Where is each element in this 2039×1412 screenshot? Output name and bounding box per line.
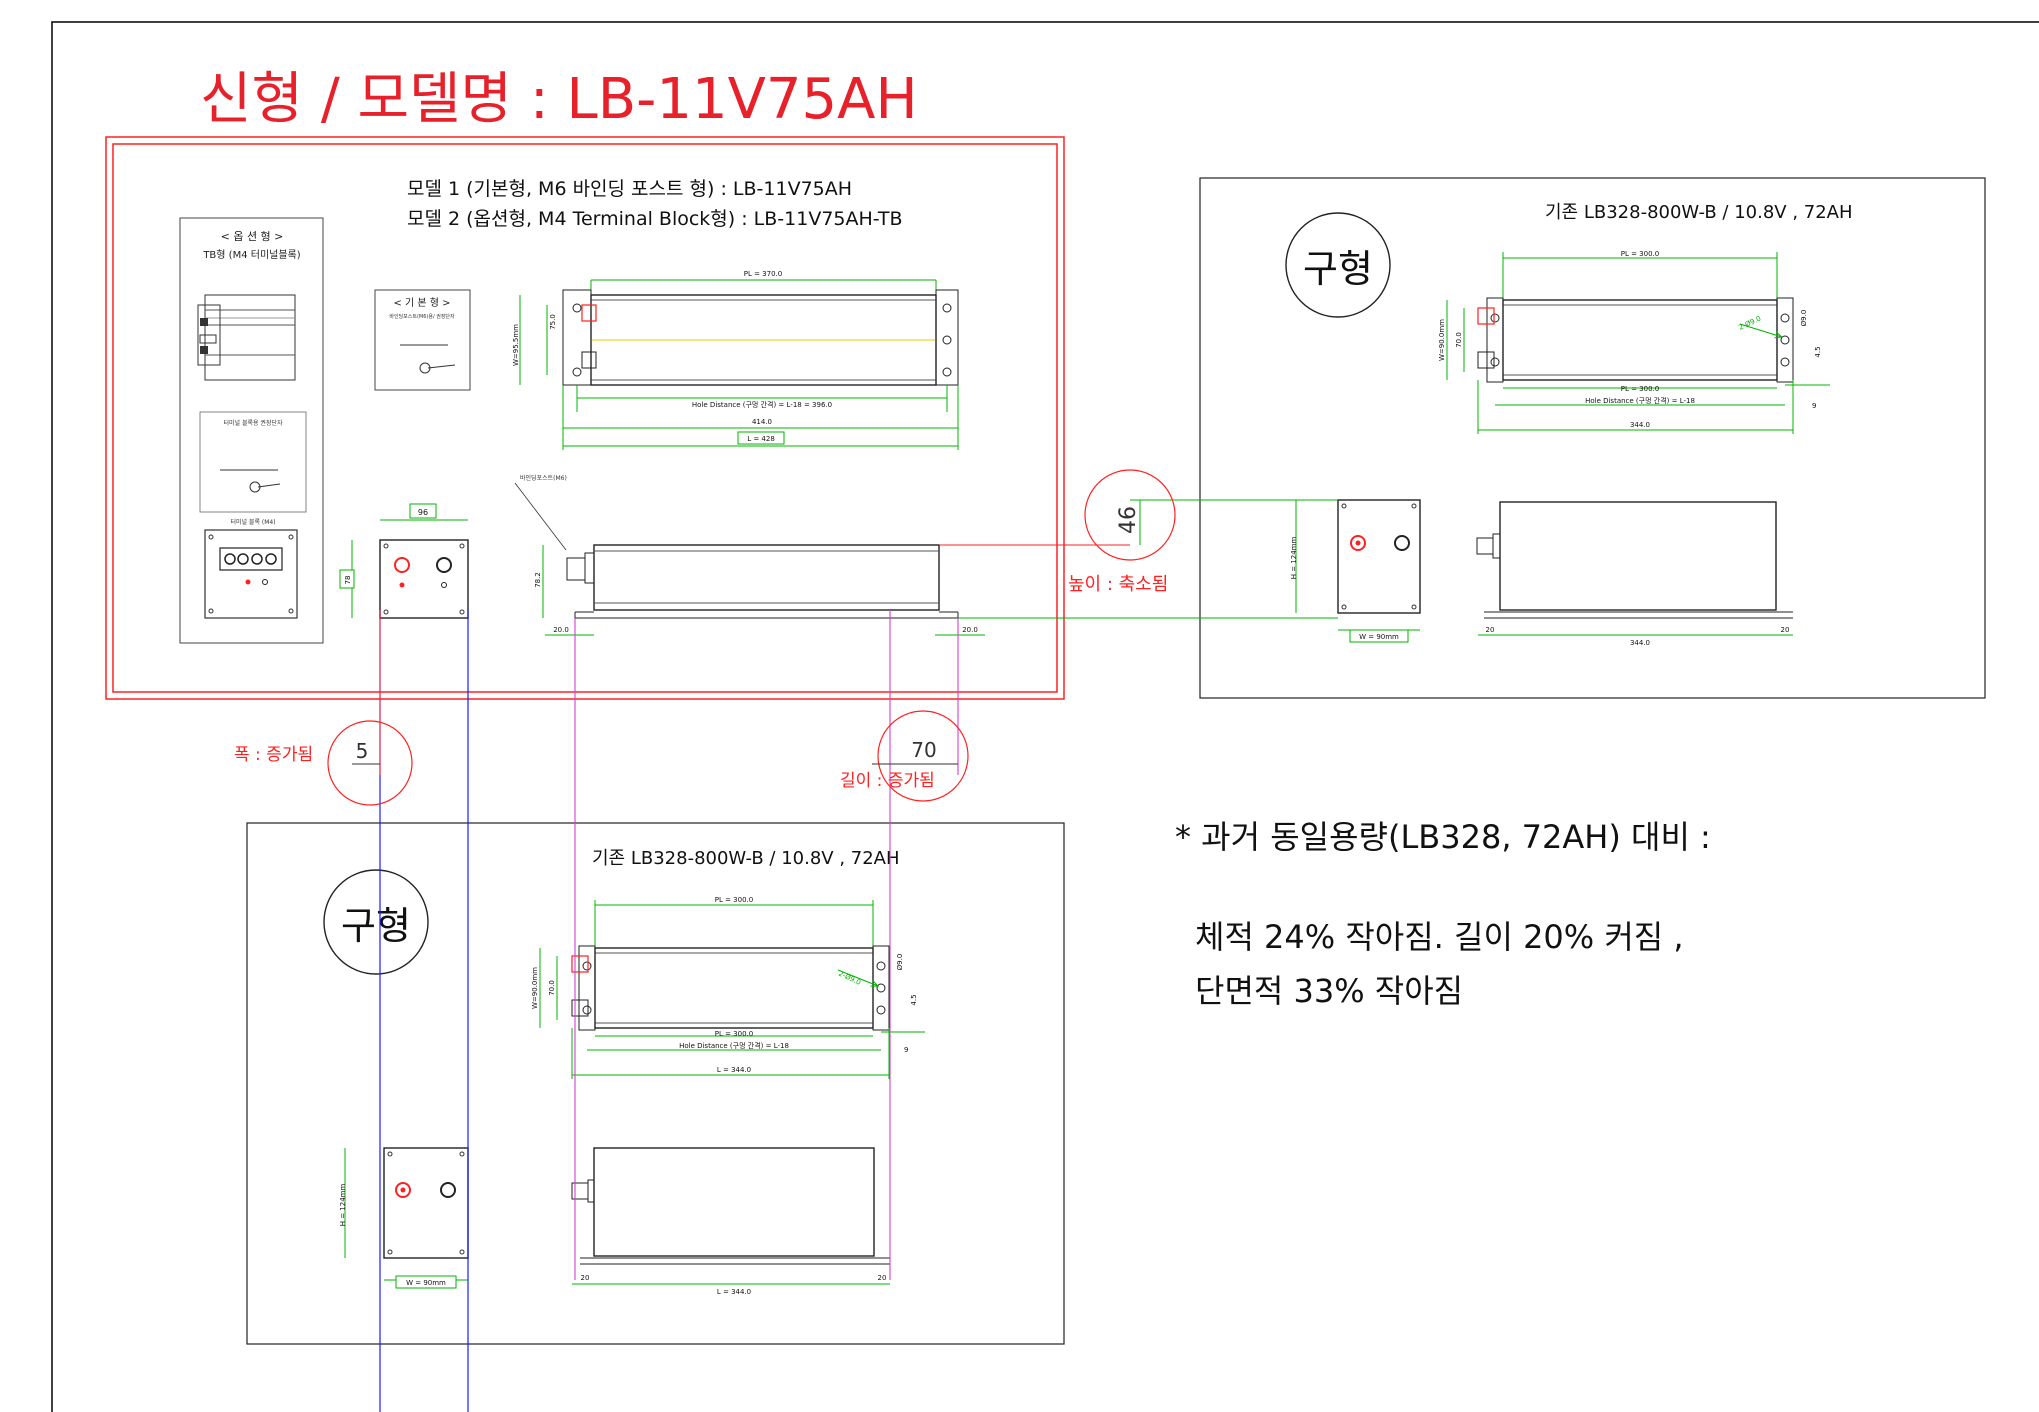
new-model-frame: [105, 136, 1065, 700]
old-right-dim-hole: Hole Distance (구멍 간격) = L-18: [1585, 396, 1695, 405]
old-right-end-view: H = 124mm W = 90mm: [1290, 499, 1421, 643]
new-dim-20-right: 20.0: [962, 626, 978, 634]
old-right-top-view: PL = 300.0 W=90.0mm 70.0 2-Ø9.0 Ø9.0 4.5…: [1438, 250, 1830, 434]
old-bottom-dim-L: L = 344.0: [717, 1066, 751, 1074]
old-right-dim-45: 4.5: [1814, 346, 1822, 357]
terminal-block-label: 터미널 블록 (M4): [230, 518, 275, 526]
old-bottom-top-view: PL = 300.0 W=90.0mm 70.0 2-Ø9.0 Ø9.0 4.5…: [531, 896, 925, 1079]
old-right-badge: 구형: [1303, 247, 1373, 291]
width-label: 폭 : 증가됨: [234, 745, 313, 765]
old-bottom-dim-20b: 20: [878, 1274, 887, 1282]
old-right-dim-pl-bottom: PL = 300.0: [1621, 385, 1659, 393]
old-bottom-dim-w: W=90.0mm: [531, 967, 539, 1009]
sheet-border: [51, 21, 2039, 1412]
new-dim-height: 78.2: [534, 572, 542, 588]
new-dim-pl: PL = 370.0: [744, 270, 782, 278]
new-dim-96: 96: [418, 508, 428, 517]
old-right-frame: [1199, 177, 1986, 699]
model-line-2: 모델 2 (옵션형, M4 Terminal Block형) : LB-11V7…: [407, 208, 903, 230]
old-right-spec: 기존 LB328-800W-B / 10.8V , 72AH: [1545, 202, 1853, 223]
old-bottom-frame: [246, 822, 1065, 1345]
binding-post-label: 바인딩포스트(M6): [520, 474, 567, 482]
old-right-dim-Wbox: W = 90mm: [1359, 633, 1399, 641]
basic-panel-text: 바인딩포스트(M6)용/ 권장단자: [389, 313, 455, 320]
option-panel: < 옵 션 형 > TB형 (M4 터미널블록) 터미널 블록용 권장단자 터미…: [179, 217, 324, 644]
basic-panel-title: < 기 본 형 >: [393, 297, 450, 309]
old-bottom-dim-pl-top: PL = 300.0: [715, 896, 753, 904]
width-value: 5: [356, 739, 369, 763]
old-bottom-dim-pl-bottom: PL = 300.0: [715, 1030, 753, 1038]
new-dim-414: 414.0: [752, 418, 772, 426]
basic-panel: < 기 본 형 > 바인딩포스트(M6)용/ 권장단자: [374, 289, 471, 391]
old-bottom-end-view: H = 124mm W = 90mm: [339, 1147, 469, 1289]
old-right-dim-344b: 344.0: [1630, 639, 1650, 647]
old-right-dim-20a: 20: [1486, 626, 1495, 634]
old-right-dim-w: W=90.0mm: [1438, 319, 1446, 361]
old-right-dim-phi: Ø9.0: [1800, 310, 1808, 327]
new-dim-w: W=95.5mm: [512, 324, 520, 366]
old-right-dim-20b: 20: [1781, 626, 1790, 634]
height-label: 높이 : 축소됨: [1068, 574, 1168, 595]
option-panel-title: < 옵 션 형 >: [221, 230, 284, 243]
old-right-side-view: 20 20 344.0: [1476, 501, 1793, 647]
old-bottom-dim-phi: Ø9.0: [896, 954, 904, 971]
old-right-dim-9: 9: [1812, 402, 1816, 410]
length-value: 70: [911, 738, 936, 762]
old-right-dim-344: 344.0: [1630, 421, 1650, 429]
model-line-1: 모델 1 (기본형, M6 바인딩 포스트 형) : LB-11V75AH: [407, 178, 852, 200]
old-bottom-badge-circle: [323, 869, 429, 975]
height-annotation: 46 높이 : 축소됨: [1068, 469, 1176, 595]
old-bottom-dim-70: 70.0: [548, 980, 556, 996]
length-annotation: 70 길이 : 증가됨: [840, 710, 969, 802]
new-dim-75: 75.0: [549, 314, 557, 330]
width-annotation: 폭 : 증가됨 5: [234, 720, 413, 806]
old-bottom-dim-9: 9: [904, 1046, 908, 1054]
comparison-heading: * 과거 동일용량(LB328, 72AH) 대비 :: [1175, 818, 1711, 856]
new-end-view: 96 78: [339, 503, 469, 619]
new-dim-78: 78: [344, 576, 352, 585]
old-bottom-dim-20a: 20: [581, 1274, 590, 1282]
page-title: 신형 / 모델명 : LB-11V75AH: [200, 67, 918, 132]
new-side-view: 바인딩포스트(M6) 78.2 20.0 20.0: [514, 474, 985, 636]
old-right-dim-H: H = 124mm: [1290, 537, 1298, 580]
guide-lines: [379, 499, 1338, 1412]
old-right-dim-pl-top: PL = 300.0: [1621, 250, 1659, 258]
option-panel-subtitle: TB형 (M4 터미널블록): [202, 249, 300, 261]
old-bottom-badge: 구형: [341, 904, 411, 948]
old-bottom-dim-45: 4.5: [910, 994, 918, 1005]
new-dim-hole: Hole Distance (구멍 간격) = L-18 = 396.0: [692, 400, 832, 409]
old-right-dim-70: 70.0: [1455, 332, 1463, 348]
old-right-badge-circle: [1285, 212, 1391, 318]
old-bottom-dim-hole: Hole Distance (구멍 간격) = L-18: [679, 1041, 789, 1050]
comparison-line-2: 단면적 33% 작아짐: [1195, 972, 1463, 1010]
old-bottom-dim-Lb: L = 344.0: [717, 1288, 751, 1296]
height-value: 46: [1116, 506, 1141, 534]
comparison-line-1: 체적 24% 작아짐. 길이 20% 커짐 ,: [1195, 918, 1684, 956]
old-bottom-side-view: 20 20 L = 344.0: [571, 1147, 890, 1296]
new-dim-20-left: 20.0: [553, 626, 569, 634]
length-label: 길이 : 증가됨: [840, 771, 935, 791]
new-dim-L: L = 428: [747, 435, 775, 443]
old-bottom-dim-Wbox: W = 90mm: [406, 1279, 446, 1287]
option-block-text: 터미널 블록용 권장단자: [223, 419, 282, 427]
new-top-view: PL = 370.0 W=95.5mm 75.0 Hole Distance (…: [512, 270, 959, 450]
old-bottom-dim-H: H = 124mm: [339, 1184, 347, 1227]
old-bottom-spec: 기존 LB328-800W-B / 10.8V , 72AH: [592, 848, 900, 869]
